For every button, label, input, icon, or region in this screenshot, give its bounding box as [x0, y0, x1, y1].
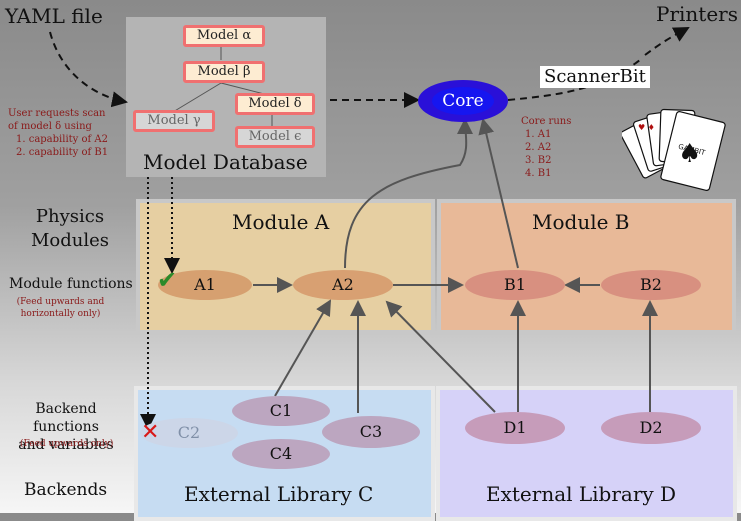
- core-runs-note: Core runs 1. A1 2. A2 3. B2 4. B1: [521, 115, 571, 180]
- core-run-1: 1. A1: [525, 129, 552, 140]
- user-request-line-4: 2. capability of B1: [16, 147, 109, 158]
- model-alpha: Model α: [183, 25, 265, 47]
- checkmark-icon: ✔: [157, 266, 178, 294]
- module-b-title: Module B: [532, 210, 630, 234]
- cross-icon: ✕: [141, 420, 160, 445]
- model-epsilon: Model ϵ: [235, 126, 315, 148]
- core-run-4: 4. B1: [525, 168, 552, 179]
- library-c-title: External Library C: [184, 482, 374, 506]
- user-request-line-2: of model δ using: [8, 121, 92, 132]
- backend-note: (Feed upwards only): [20, 439, 114, 449]
- function-c4: C4: [232, 439, 330, 469]
- svg-text:♥ ♦: ♥ ♦: [638, 123, 655, 132]
- physics-label-line-1: Physics: [35, 206, 105, 227]
- function-a2: A2: [293, 270, 393, 300]
- module-b-panel: [437, 199, 736, 334]
- user-request-line-1: User requests scan: [8, 108, 106, 119]
- function-b1: B1: [465, 270, 565, 300]
- backend-functions-label: Backend functions and variables: [3, 400, 129, 454]
- function-c3: C3: [322, 416, 420, 448]
- core-runs-title: Core runs: [521, 116, 572, 127]
- function-a1: A1: [158, 270, 252, 300]
- model-beta: Model β: [183, 61, 265, 83]
- model-gamma: Model γ: [133, 110, 215, 132]
- user-request-note: User requests scan of model δ using 1. c…: [8, 107, 108, 159]
- svg-text:♠: ♠: [678, 139, 701, 169]
- function-d1: D1: [465, 412, 565, 444]
- library-d-panel: [436, 386, 737, 521]
- backend-label-line-1: Backend functions: [33, 401, 99, 435]
- core-run-3: 3. B2: [525, 155, 552, 166]
- feed-note-line-1: (Feed upwards and: [16, 297, 105, 307]
- function-d2: D2: [601, 412, 701, 444]
- model-delta: Model δ: [235, 93, 315, 115]
- module-a-title: Module A: [232, 210, 330, 234]
- backends-label: Backends: [24, 480, 108, 500]
- model-database-title: Model Database: [143, 150, 308, 174]
- function-c2: C2: [140, 418, 238, 448]
- gambit-cards-logo: ♥ ♦ ♠ GAMBIT: [622, 108, 726, 191]
- module-functions-label: Module functions: [9, 276, 133, 292]
- yaml-file-label: YAML file: [5, 4, 103, 28]
- module-a-panel: [136, 199, 435, 334]
- scannerbit-label: ScannerBit: [540, 66, 650, 88]
- printers-label: Printers: [656, 2, 738, 26]
- feed-note: (Feed upwards and horizontally only): [8, 296, 113, 320]
- physics-label-line-2: Modules: [30, 230, 110, 251]
- feed-note-line-2: horizontally only): [20, 309, 101, 319]
- core-node-inner: Core: [432, 87, 494, 115]
- function-c1: C1: [232, 396, 330, 426]
- physics-modules-label: Physics Modules: [30, 205, 110, 253]
- user-request-line-3: 1. capability of A2: [16, 134, 108, 145]
- function-b2: B2: [601, 270, 701, 300]
- library-d-title: External Library D: [486, 482, 677, 506]
- backend-label-line-2: and variables: [18, 437, 114, 453]
- core-run-2: 2. A2: [525, 142, 552, 153]
